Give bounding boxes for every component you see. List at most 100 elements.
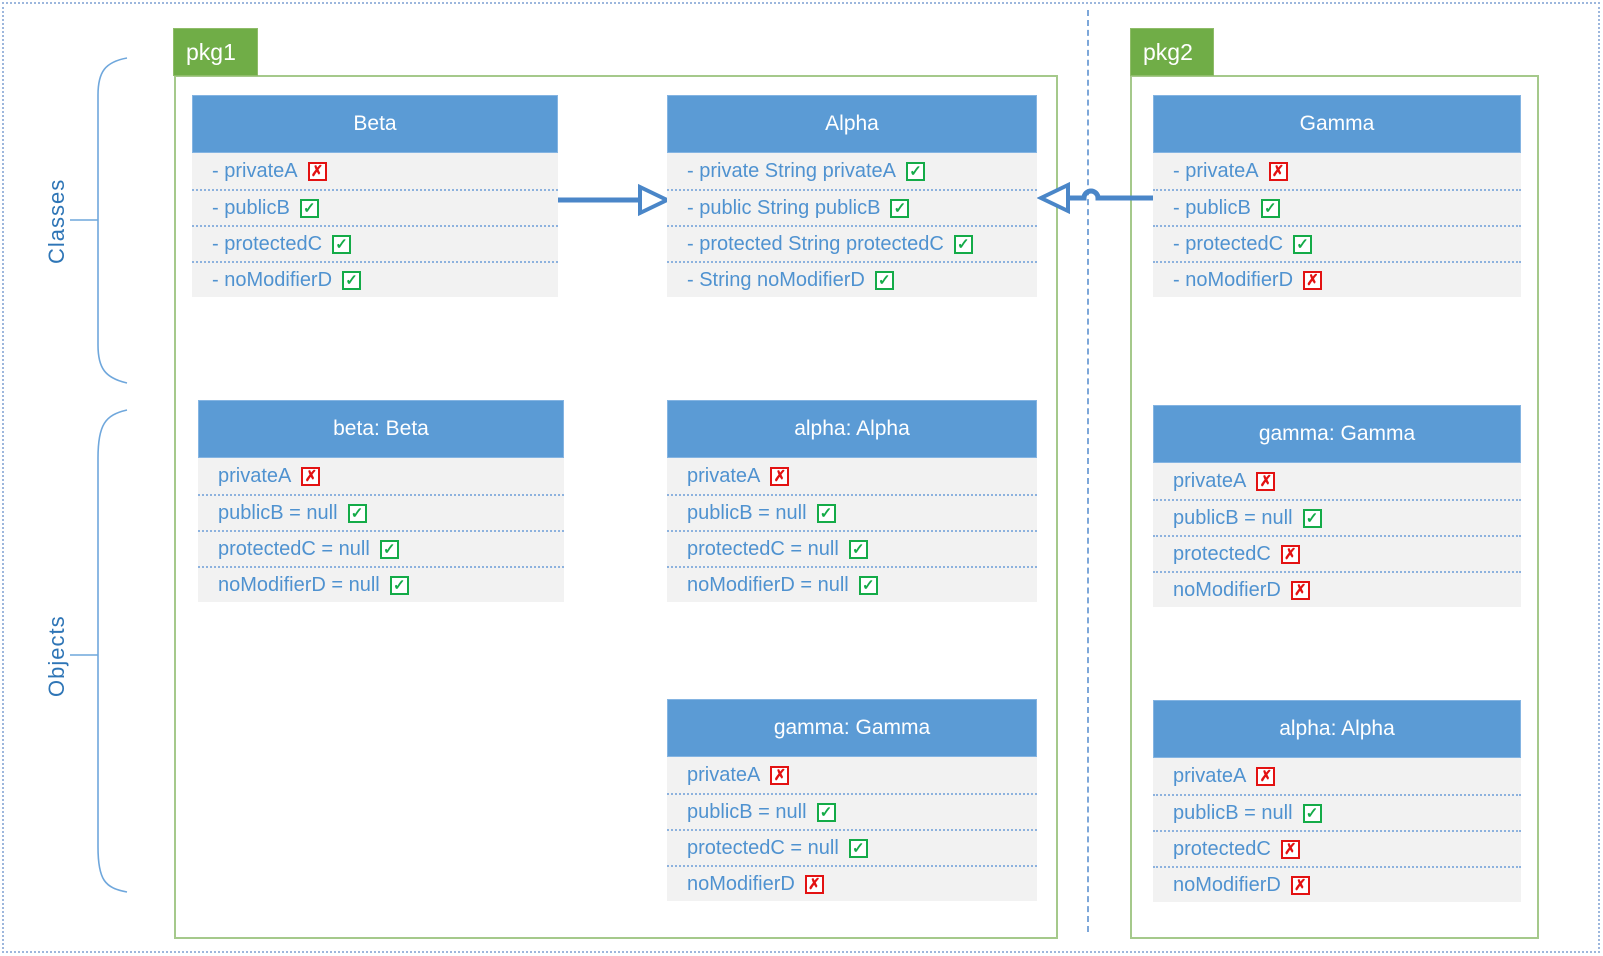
member-label: - protectedC <box>212 232 323 255</box>
member-label: privateA <box>687 464 761 487</box>
object-box-gamma-pkg2: gamma: Gamma privateA publicB = null pro… <box>1153 405 1521 607</box>
member-row: - protected String protectedC <box>667 225 1037 261</box>
member-label: publicB = null <box>1173 801 1293 824</box>
member-label: privateA <box>687 763 761 786</box>
cross-icon <box>1280 839 1300 859</box>
member-row: - privateA <box>192 153 558 189</box>
member-label: privateA <box>218 464 292 487</box>
member-row: publicB = null <box>667 494 1037 530</box>
member-row: publicB = null <box>1153 499 1521 535</box>
member-label: - privateA <box>1173 159 1259 182</box>
member-label: protectedC = null <box>687 537 839 560</box>
member-row: publicB = null <box>667 793 1037 829</box>
member-label: noModifierD = null <box>687 573 849 596</box>
member-row: - protectedC <box>1153 225 1521 261</box>
member-label: - String noModifierD <box>687 268 865 291</box>
cross-icon <box>1290 580 1310 600</box>
cross-icon <box>770 466 790 486</box>
member-label: protectedC <box>1173 837 1271 860</box>
member-row: privateA <box>667 757 1037 793</box>
member-row: noModifierD <box>667 865 1037 901</box>
check-icon <box>905 161 925 181</box>
member-label: - protectedC <box>1173 232 1284 255</box>
box-title: alpha: Alpha <box>667 400 1037 458</box>
cross-icon <box>770 765 790 785</box>
member-row: noModifierD <box>1153 571 1521 607</box>
cross-icon <box>1290 875 1310 895</box>
check-icon <box>816 503 836 523</box>
member-row: protectedC = null <box>198 530 564 566</box>
check-icon <box>379 539 399 559</box>
cross-icon <box>1256 471 1276 491</box>
member-row: - publicB <box>1153 189 1521 225</box>
box-title: Gamma <box>1153 95 1521 153</box>
member-row: privateA <box>198 458 564 494</box>
check-icon <box>1260 198 1280 218</box>
member-label: publicB = null <box>687 501 807 524</box>
member-label: - public String publicB <box>687 196 881 219</box>
check-icon <box>1302 803 1322 823</box>
member-row: protectedC <box>1153 535 1521 571</box>
check-icon <box>347 503 367 523</box>
member-label: protectedC = null <box>687 836 839 859</box>
box-title: gamma: Gamma <box>667 699 1037 757</box>
member-row: publicB = null <box>1153 794 1521 830</box>
box-title: alpha: Alpha <box>1153 700 1521 758</box>
member-row: - noModifierD <box>1153 261 1521 297</box>
box-title: Alpha <box>667 95 1037 153</box>
package-divider-dashed-line <box>1087 10 1089 932</box>
member-label: - publicB <box>212 196 290 219</box>
member-label: privateA <box>1173 764 1247 787</box>
member-label: - noModifierD <box>212 268 333 291</box>
member-row: - privateA <box>1153 153 1521 189</box>
package-pkg2-tab: pkg2 <box>1130 28 1214 76</box>
object-box-alpha-pkg2: alpha: Alpha privateA publicB = null pro… <box>1153 700 1521 902</box>
check-icon <box>848 838 868 858</box>
check-icon <box>1302 508 1322 528</box>
box-title: Beta <box>192 95 558 153</box>
member-label: - noModifierD <box>1173 268 1294 291</box>
member-row: - public String publicB <box>667 189 1037 225</box>
check-icon <box>890 198 910 218</box>
member-label: noModifierD <box>687 872 795 895</box>
check-icon <box>299 198 319 218</box>
cross-icon <box>1256 766 1276 786</box>
member-row: noModifierD <box>1153 866 1521 902</box>
check-icon <box>389 575 409 595</box>
box-title: gamma: Gamma <box>1153 405 1521 463</box>
check-icon <box>953 234 973 254</box>
member-row: - protectedC <box>192 225 558 261</box>
member-label: noModifierD = null <box>218 573 380 596</box>
member-label: noModifierD <box>1173 578 1281 601</box>
check-icon <box>874 270 894 290</box>
check-icon <box>848 539 868 559</box>
member-row: - private String privateA <box>667 153 1037 189</box>
member-label: publicB = null <box>687 800 807 823</box>
cross-icon <box>804 874 824 894</box>
check-icon <box>332 234 352 254</box>
classes-section-label: Classes <box>44 178 69 264</box>
check-icon <box>816 802 836 822</box>
member-label: - privateA <box>212 159 298 182</box>
check-icon <box>1293 234 1313 254</box>
member-row: - publicB <box>192 189 558 225</box>
cross-icon <box>1268 161 1288 181</box>
object-box-gamma-pkg1: gamma: Gamma privateA publicB = null pro… <box>667 699 1037 901</box>
package-pkg1-tab: pkg1 <box>173 28 258 76</box>
member-label: publicB = null <box>218 501 338 524</box>
package-pkg1-label: pkg1 <box>186 38 236 65</box>
object-box-alpha-pkg1: alpha: Alpha privateA publicB = null pro… <box>667 400 1037 602</box>
cross-icon <box>301 466 321 486</box>
member-label: privateA <box>1173 469 1247 492</box>
member-row: noModifierD = null <box>198 566 564 602</box>
member-label: protectedC <box>1173 542 1271 565</box>
member-row: noModifierD = null <box>667 566 1037 602</box>
objects-section-label: Objects <box>44 615 69 697</box>
member-label: - private String privateA <box>687 159 896 182</box>
package-pkg2-label: pkg2 <box>1143 38 1193 65</box>
class-box-beta: Beta - privateA - publicB - protectedC -… <box>192 95 558 297</box>
box-title: beta: Beta <box>198 400 564 458</box>
member-row: privateA <box>1153 463 1521 499</box>
cross-icon <box>307 161 327 181</box>
member-label: publicB = null <box>1173 506 1293 529</box>
